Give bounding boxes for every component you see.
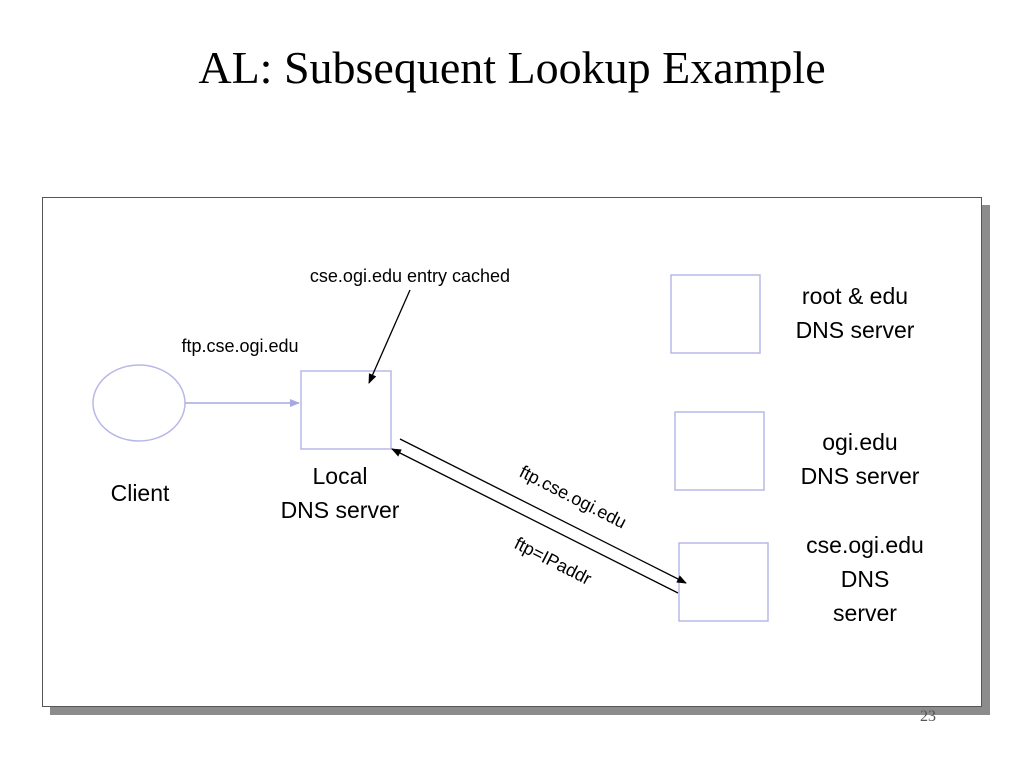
- cache-note-pointer-arrow: [368, 289, 411, 384]
- root-dns-label-line2: DNS server: [795, 317, 915, 343]
- local-dns-label-line2: DNS server: [280, 497, 400, 523]
- cse-dns-label-line3: server: [833, 600, 897, 626]
- local-dns-label: Local DNS server: [240, 459, 440, 527]
- cse-dns-node: [678, 542, 769, 622]
- slide-title: AL: Subsequent Lookup Example: [198, 42, 826, 93]
- client-query-label: ftp.cse.ogi.edu: [181, 336, 299, 356]
- page-number: 23: [920, 708, 936, 725]
- diagram-frame: [42, 197, 982, 707]
- ogi-dns-label-line1: ogi.edu: [822, 429, 898, 455]
- forward-query-arrow: [399, 438, 687, 584]
- client-label: Client: [110, 480, 170, 506]
- root-dns-node: [670, 274, 761, 354]
- local-dns-label-line1: Local: [312, 463, 368, 489]
- ogi-dns-node: [674, 411, 765, 491]
- cache-note-label: cse.ogi.edu entry cached: [309, 266, 511, 286]
- client-node: [92, 364, 186, 442]
- cse-dns-label-line2: DNS: [840, 566, 890, 592]
- root-dns-label: root & edu DNS server: [760, 279, 950, 347]
- cse-dns-label: cse.ogi.edu DNS server: [770, 528, 960, 630]
- cse-dns-label-line1: cse.ogi.edu: [806, 532, 924, 558]
- ogi-dns-label: ogi.edu DNS server: [765, 425, 955, 493]
- root-dns-label-line1: root & edu: [801, 283, 909, 309]
- ogi-dns-label-line2: DNS server: [800, 463, 920, 489]
- reply-arrow: [391, 448, 679, 594]
- local-dns-node: [300, 370, 392, 450]
